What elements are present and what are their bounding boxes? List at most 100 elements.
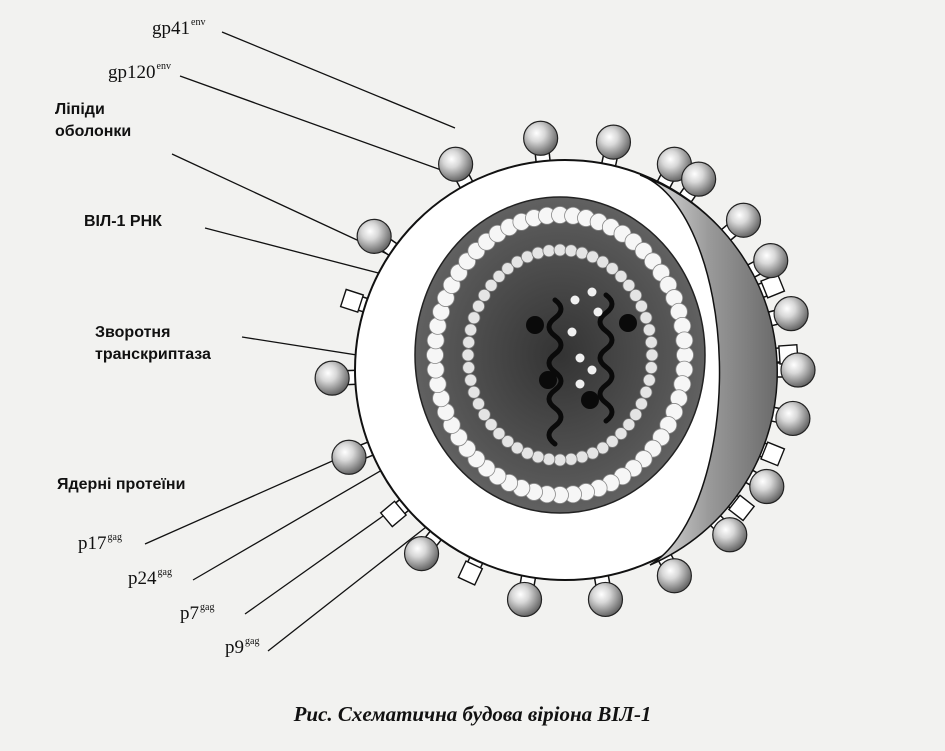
protein-bead (501, 262, 515, 275)
protein-bead (484, 278, 498, 292)
gp120-knob (725, 202, 762, 238)
protein-bead (492, 427, 506, 440)
protein-bead (531, 450, 545, 464)
gp120-knob (438, 146, 474, 182)
matrix-protein-rings (426, 206, 694, 504)
protein-bead (642, 373, 656, 387)
gp120-knob (356, 218, 392, 254)
protein-bead (575, 450, 589, 464)
gp41-stub (457, 560, 484, 586)
protein-bead (622, 278, 636, 292)
protein-bead (586, 250, 600, 264)
protein-bead (575, 246, 589, 260)
protein-bead (531, 246, 545, 260)
protein-bead (472, 299, 485, 313)
protein-dot (575, 379, 585, 389)
protein-bead (635, 397, 648, 411)
protein-dot (587, 365, 597, 375)
protein-bead (510, 255, 524, 269)
protein-bead (635, 299, 648, 313)
rna-strands (526, 287, 637, 447)
gp41-stub (727, 494, 756, 522)
protein-bead (596, 255, 610, 269)
rna-strand (546, 297, 564, 447)
protein-bead (639, 311, 653, 325)
protein-bead (675, 331, 694, 350)
protein-bead (472, 397, 485, 411)
label-gp120: gp120env (108, 61, 171, 83)
protein-bead (492, 270, 506, 283)
gp120-knob (523, 120, 559, 156)
leader-line (221, 31, 456, 129)
protein-bead (642, 323, 656, 337)
gp120-knob (587, 581, 624, 618)
gp120-knob (773, 296, 809, 332)
protein-bead (586, 446, 600, 460)
protein-bead (629, 408, 643, 422)
label-p9: p9gag (225, 636, 260, 658)
gp41-stub (379, 500, 408, 528)
protein-dot (567, 327, 577, 337)
envelope-cutaway-shading (639, 174, 778, 566)
protein-bead (644, 361, 658, 375)
reverse-transcriptase-dot (539, 371, 557, 389)
label-p7: p7gag (180, 602, 215, 624)
protein-dot (575, 353, 585, 363)
protein-bead (553, 453, 567, 467)
protein-bead (510, 441, 524, 455)
gp120-knob (775, 400, 811, 437)
protein-bead (553, 243, 567, 257)
protein-bead (477, 288, 491, 302)
gp120-knob (403, 536, 440, 572)
nucleocapsid-core (414, 196, 706, 514)
protein-bead (614, 427, 628, 440)
rna-strand (597, 292, 615, 424)
gp120-knob (681, 161, 717, 197)
protein-bead (462, 361, 476, 375)
reverse-transcriptase-dot (581, 391, 599, 409)
protein-bead (464, 323, 478, 337)
protein-bead (605, 435, 619, 448)
gp120-knobs (314, 120, 816, 618)
label-gp41: gp41env (152, 17, 206, 39)
protein-bead (520, 250, 534, 264)
protein-bead (477, 408, 491, 422)
protein-bead (467, 311, 481, 325)
protein-bead (564, 244, 578, 258)
gp120-knob (712, 517, 748, 553)
protein-bead (629, 288, 643, 302)
protein-bead (564, 452, 578, 466)
gp120-knob (780, 352, 816, 388)
protein-dot (570, 295, 580, 305)
protein-bead (614, 270, 628, 283)
protein-bead (644, 335, 658, 349)
reverse-transcriptase-dot (526, 316, 544, 334)
reverse-transcriptase-dot (619, 314, 637, 332)
protein-bead (645, 348, 659, 362)
protein-bead (605, 262, 619, 275)
protein-bead (542, 244, 556, 258)
protein-bead (596, 441, 610, 455)
gp120-knob (656, 558, 692, 594)
gp120-knob (506, 581, 543, 618)
protein-dot (587, 287, 597, 297)
gp41-stub (339, 288, 365, 314)
protein-bead (501, 435, 515, 448)
protein-dot (593, 307, 603, 317)
protein-bead (464, 373, 478, 387)
protein-bead (520, 446, 534, 460)
figure-caption: Рис. Схематична будова віріона ВІЛ-1 (293, 702, 652, 726)
protein-bead (467, 385, 481, 399)
gp120-knob (331, 439, 367, 475)
protein-bead (462, 335, 476, 349)
protein-bead (622, 418, 636, 432)
protein-bead (484, 418, 498, 432)
protein-bead (639, 385, 653, 399)
protein-bead (542, 452, 556, 466)
gp41-stub (760, 441, 786, 467)
gp120-knob (749, 468, 785, 505)
label-p17: p17gag (78, 532, 122, 554)
